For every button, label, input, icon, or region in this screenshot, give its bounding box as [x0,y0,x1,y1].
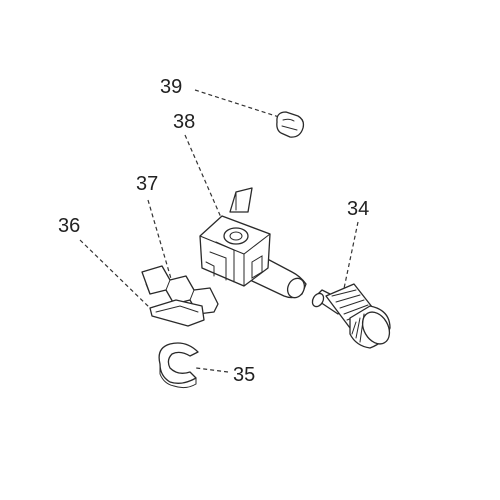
leader-37 [147,199,173,283]
small-clip-icon [276,111,305,138]
yoke-block-icon [199,187,307,299]
callout-37: 37 [136,173,158,195]
callout-36: 36 [58,215,80,237]
knurled-screw-icon [311,283,391,349]
wavy-spring-icon [141,265,219,315]
callout-38: 38 [173,111,195,133]
leader-34 [341,221,359,299]
retaining-clip-icon [149,299,205,327]
leader-39 [194,89,283,119]
c-ring-icon [158,342,199,389]
leader-35 [195,367,229,373]
callout-39: 39 [160,76,182,98]
leader-38 [184,134,224,223]
callout-35: 35 [233,364,255,386]
leader-36 [79,239,151,309]
callout-34: 34 [347,198,369,220]
